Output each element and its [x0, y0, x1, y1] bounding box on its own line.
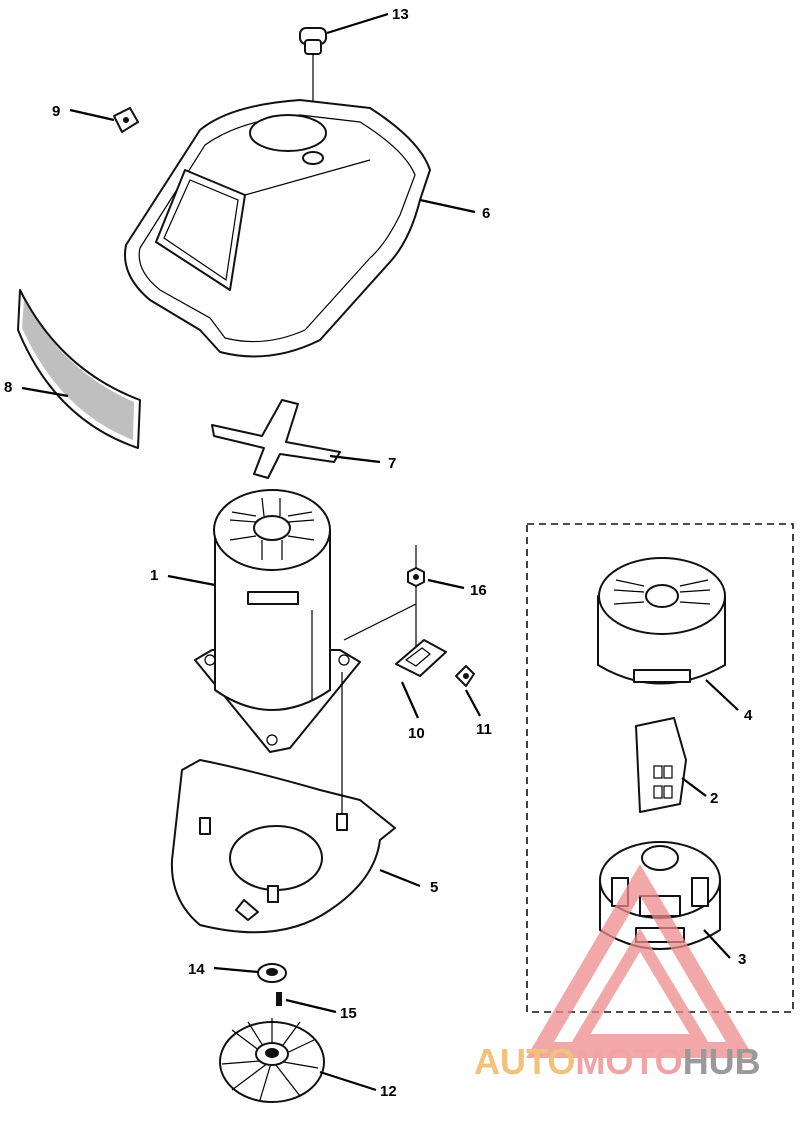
part-10-bracket — [395, 639, 447, 677]
callout-6: 6 — [482, 205, 490, 222]
leader-lines — [21, 12, 739, 1092]
callout-8: 8 — [4, 379, 12, 396]
watermark-auto: AUTO — [474, 1041, 575, 1082]
part-8-strip — [17, 289, 141, 449]
part-15-pin — [276, 992, 282, 1006]
watermark-hub: HUB — [683, 1041, 761, 1082]
part-2-brush-card — [635, 717, 687, 813]
callout-13: 13 — [392, 6, 409, 23]
callout-14: 14 — [188, 961, 205, 978]
part-14-washer — [257, 963, 287, 983]
callout-16: 16 — [470, 582, 487, 599]
callout-7: 7 — [388, 455, 396, 472]
part-11-clip — [455, 665, 475, 687]
callout-10: 10 — [408, 725, 425, 742]
part-5-fan-housing — [170, 672, 396, 934]
callout-5: 5 — [430, 879, 438, 896]
callout-11: 11 — [476, 721, 492, 738]
part-9-clip — [113, 107, 139, 133]
part-13-knob — [299, 27, 327, 150]
callout-12: 12 — [380, 1083, 397, 1100]
callout-9: 9 — [52, 103, 60, 120]
part-6-cover — [124, 99, 431, 358]
callout-4: 4 — [744, 707, 753, 724]
watermark-text: AUTOMOTOHUB — [474, 1041, 761, 1082]
part-4-end-cap — [597, 557, 726, 685]
callout-3: 3 — [738, 951, 746, 968]
callout-labels: 13 9 6 8 7 1 16 10 11 4 2 3 5 14 15 12 — [4, 6, 753, 1100]
callout-2: 2 — [710, 790, 718, 807]
part-16-nut — [343, 545, 425, 650]
callout-15: 15 — [340, 1005, 357, 1022]
part-1-motor — [194, 489, 361, 753]
part-12-fan — [219, 1018, 325, 1103]
watermark-moto: MOTO — [575, 1041, 682, 1082]
callout-1: 1 — [150, 567, 158, 584]
part-7-cross-pad — [211, 399, 341, 479]
kit-dashed-box — [526, 523, 794, 1013]
watermark-triangle-logo — [526, 864, 754, 1058]
